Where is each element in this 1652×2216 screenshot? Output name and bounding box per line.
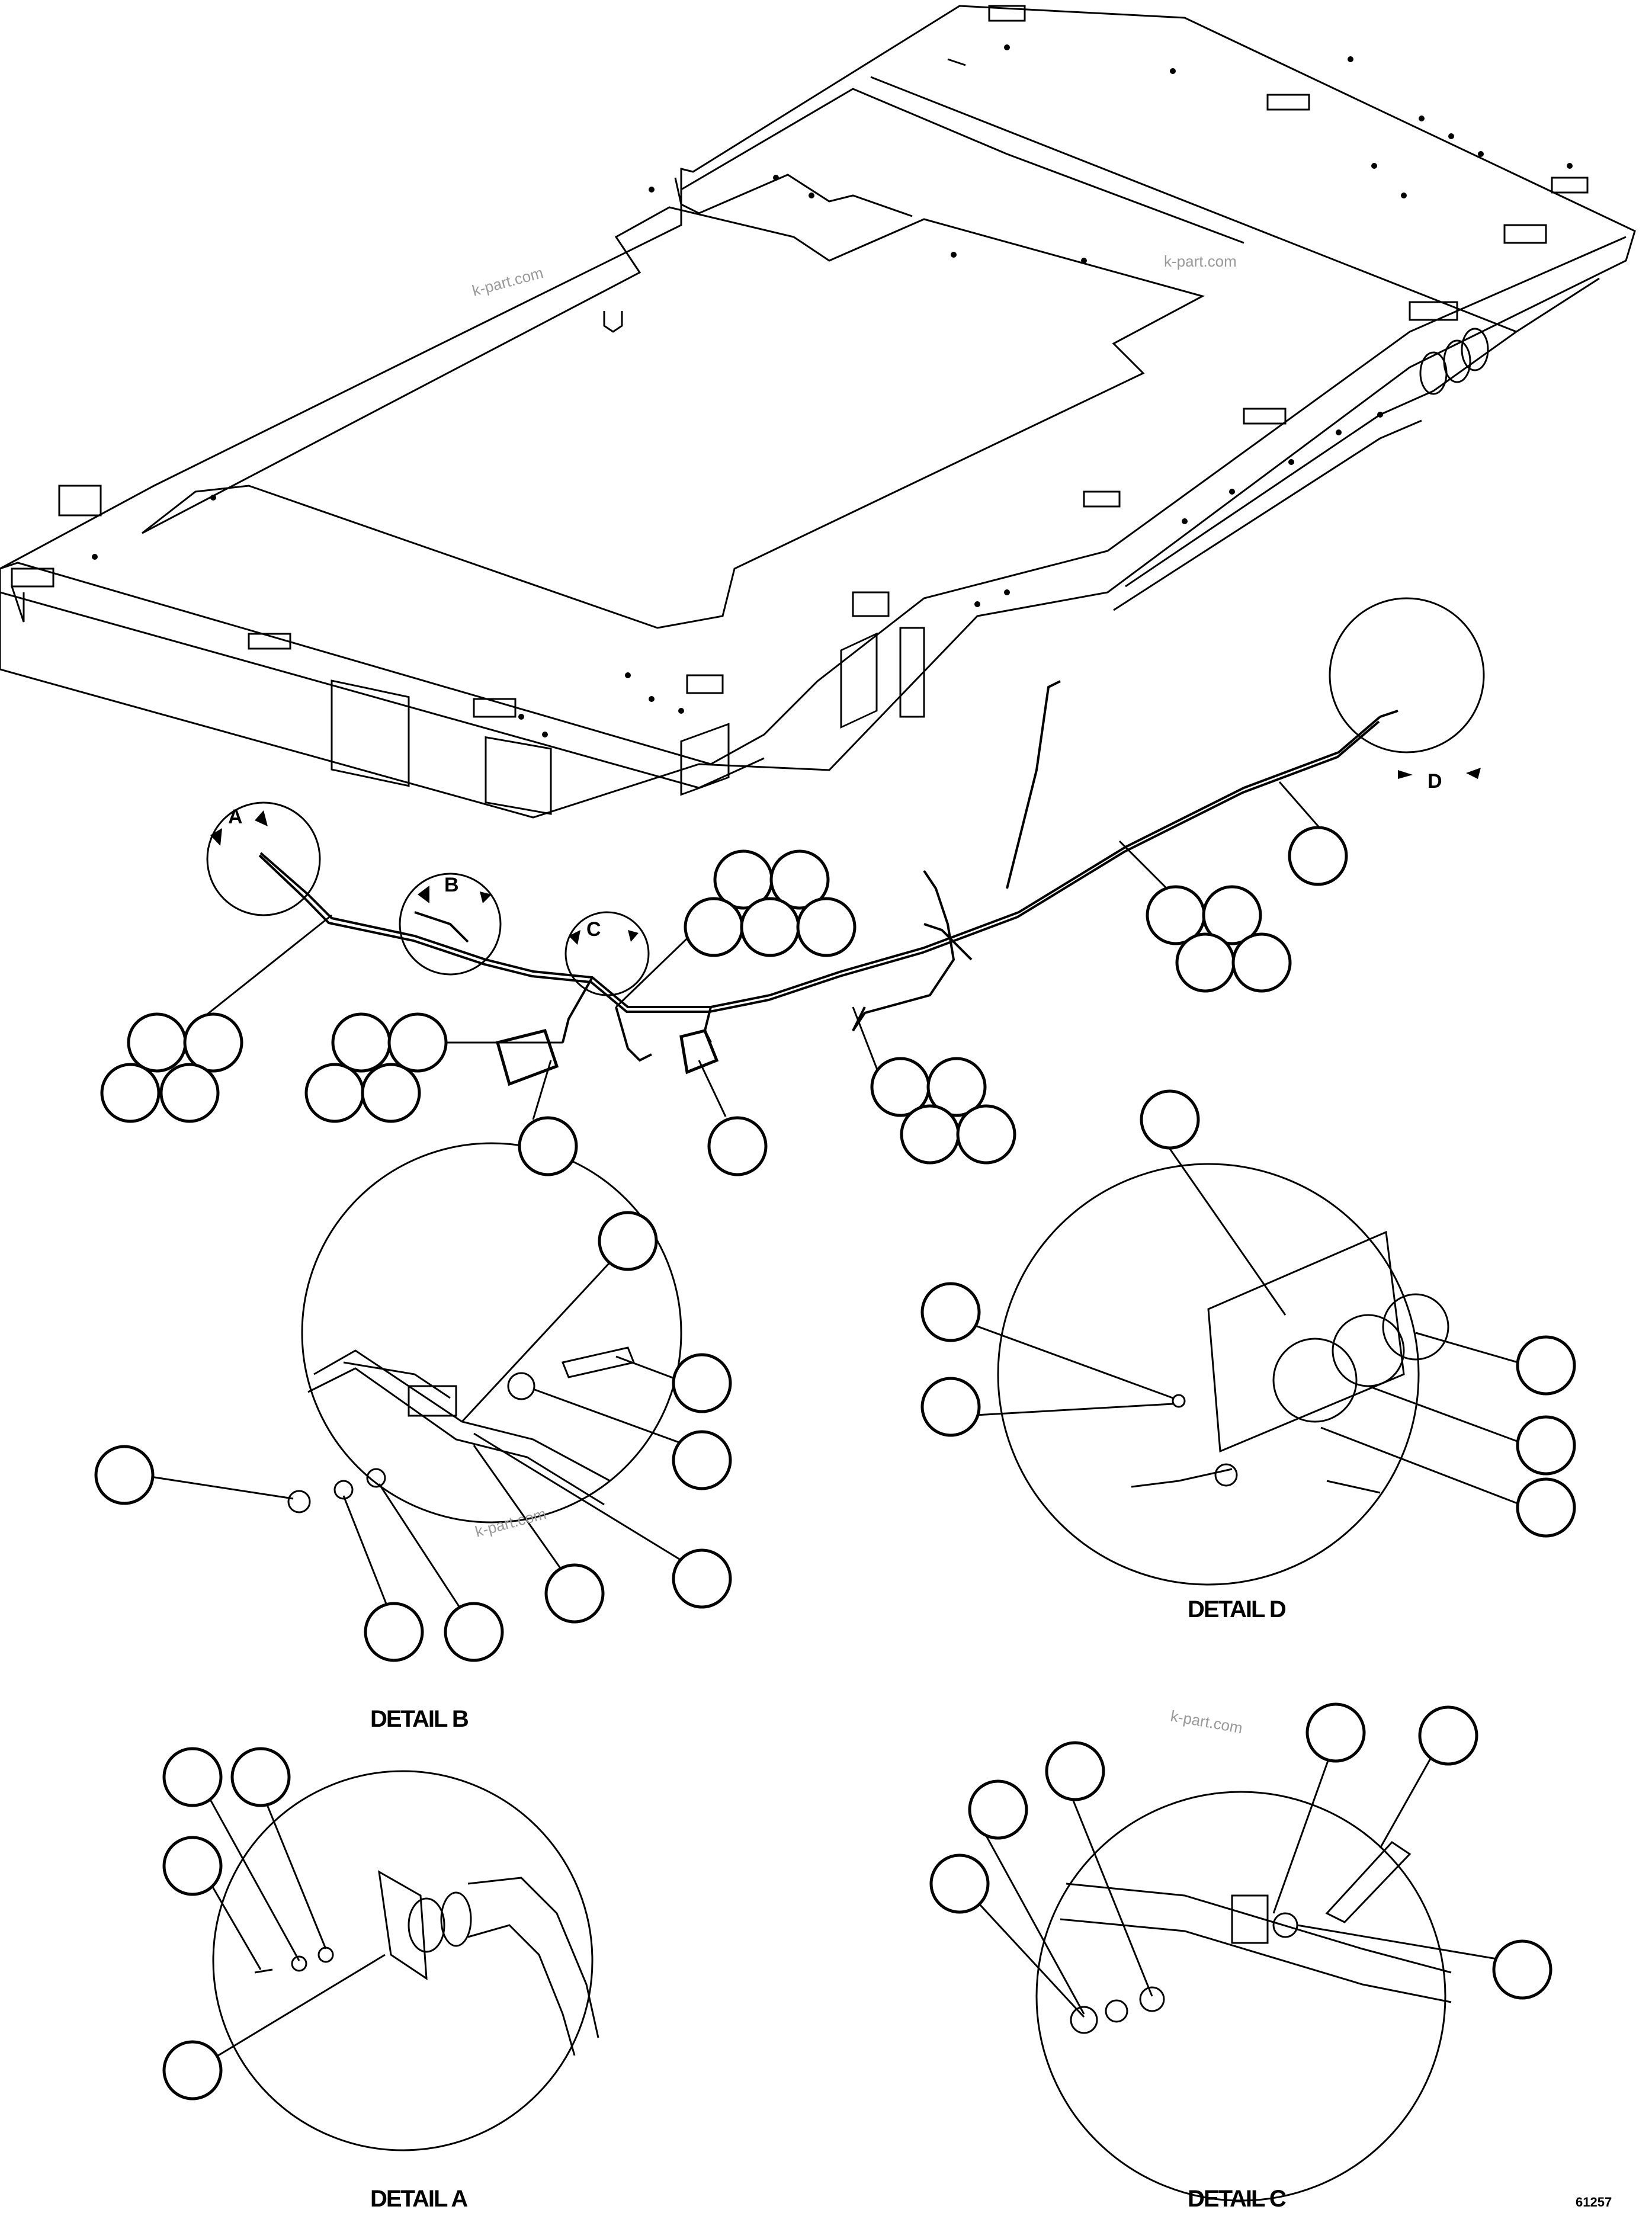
detail-a-circle [206, 801, 682, 1524]
watermark-2: k-part.com [1164, 252, 1237, 270]
figure-code: 61257 [1576, 2195, 1612, 2209]
detail-b-label: DETAIL B [370, 1706, 469, 1732]
detail-c-parts [1060, 1841, 1452, 2034]
callout-bubbles [94, 826, 1576, 2100]
watermark-1: k-part.com [470, 264, 545, 300]
detail-b-circle [212, 873, 594, 2151]
detail-c-label: DETAIL C [1188, 2186, 1286, 2212]
detail-d-label: DETAIL D [1188, 1596, 1286, 1622]
detail-a-label: DETAIL A [370, 2186, 467, 2212]
detail-c-circle [564, 911, 1446, 2202]
view-letter-a: A [228, 806, 243, 828]
detail-b-parts [287, 1346, 636, 1513]
view-arrows [210, 768, 1481, 945]
detail-d-parts [1131, 1230, 1449, 1494]
wire-harness [258, 680, 1398, 1086]
view-letter-b: B [444, 874, 459, 896]
view-letter-c: C [586, 918, 601, 941]
machine-frame [0, 5, 1636, 819]
view-letter-d: D [1428, 770, 1442, 793]
watermark-4: k-part.com [1169, 1707, 1244, 1737]
leader-lines [139, 781, 1529, 2060]
detail-d-circle [997, 597, 1485, 1586]
detail-a-parts [254, 1870, 599, 2056]
